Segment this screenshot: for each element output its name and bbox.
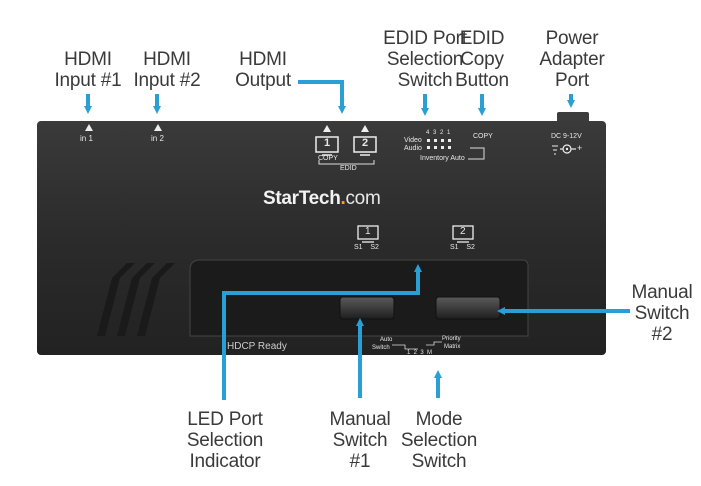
copy-bracket <box>468 147 485 160</box>
front-monitor-2-icon <box>452 225 474 240</box>
callout-mode-selection-switch: Mode Selection Switch <box>400 409 478 472</box>
in2-label: in 2 <box>151 134 164 143</box>
arrow-led-port-selection <box>222 264 422 400</box>
callout-edid-copy-button: EDID Copy Button <box>455 28 509 91</box>
callout-manual-switch-2: Manual Switch #2 <box>631 282 693 345</box>
mode-switch-bracket <box>392 344 418 350</box>
front-monitor-1-icon <box>357 225 379 240</box>
callout-led-port-selection-indicator: LED Port Selection Indicator <box>186 409 264 472</box>
mode-switch-label: Switch <box>372 345 390 351</box>
brand-dot: . <box>340 188 346 209</box>
edid-label: EDID <box>340 165 357 172</box>
in1-label: in 1 <box>80 134 93 143</box>
output-monitor-2-number: 2 <box>362 137 369 149</box>
brand-com: com <box>345 188 381 209</box>
brand-logo: StarTech.com <box>263 188 381 210</box>
s1-s2-label-2: S1 S2 <box>450 244 475 251</box>
dc-plus-label: + <box>577 143 583 153</box>
video-label: Video <box>404 137 422 144</box>
manual-switch-1-button <box>339 296 395 320</box>
edid-dip-switch <box>427 139 451 149</box>
front-monitor-2-number: 2 <box>460 226 466 237</box>
edid-bracket <box>318 160 375 165</box>
output-triangle-icon-2 <box>361 125 369 132</box>
front-monitor-1-number: 1 <box>365 226 371 237</box>
brand-main: StarTech <box>263 188 341 209</box>
arrow-hdmi-output <box>298 80 346 114</box>
output-triangle-icon-1 <box>323 125 331 132</box>
vent-slots <box>97 263 175 336</box>
callout-manual-switch-1: Manual Switch #1 <box>329 409 391 472</box>
callout-hdmi-input-2: HDMI Input #2 <box>133 49 201 91</box>
callout-hdmi-output: HDMI Output <box>235 49 291 91</box>
mode-auto-label: Auto <box>380 337 393 343</box>
copy-button-label: COPY <box>473 133 493 140</box>
in1-triangle-icon <box>85 124 93 131</box>
s1-s2-label-1: S1 S2 <box>354 244 379 251</box>
mode-matrix-label: Matrix <box>444 344 461 350</box>
output-monitor-1-icon <box>315 136 339 153</box>
dc-voltage-label: DC 9-12V <box>551 133 582 140</box>
hdcp-label: HDCP Ready <box>227 341 287 352</box>
audio-label: Audio <box>404 145 422 152</box>
inventory-auto-label: Inventory Auto <box>420 155 465 162</box>
callout-edid-port-selection-switch: EDID Port Selection Switch <box>383 28 467 91</box>
copy-small-label: COPY <box>318 155 338 162</box>
edid-port-numbers: 4 3 2 1 <box>426 130 452 136</box>
mode-numbers-label: 1 2 3 M <box>407 350 433 356</box>
mode-priority-label: Priority <box>442 336 461 342</box>
output-monitor-1-number: 1 <box>324 137 331 149</box>
callout-power-adapter-port: Power Adapter Port <box>539 28 605 91</box>
in2-triangle-icon <box>154 124 162 131</box>
output-monitor-2-icon <box>353 136 377 153</box>
callout-hdmi-input-1: HDMI Input #1 <box>54 49 122 91</box>
